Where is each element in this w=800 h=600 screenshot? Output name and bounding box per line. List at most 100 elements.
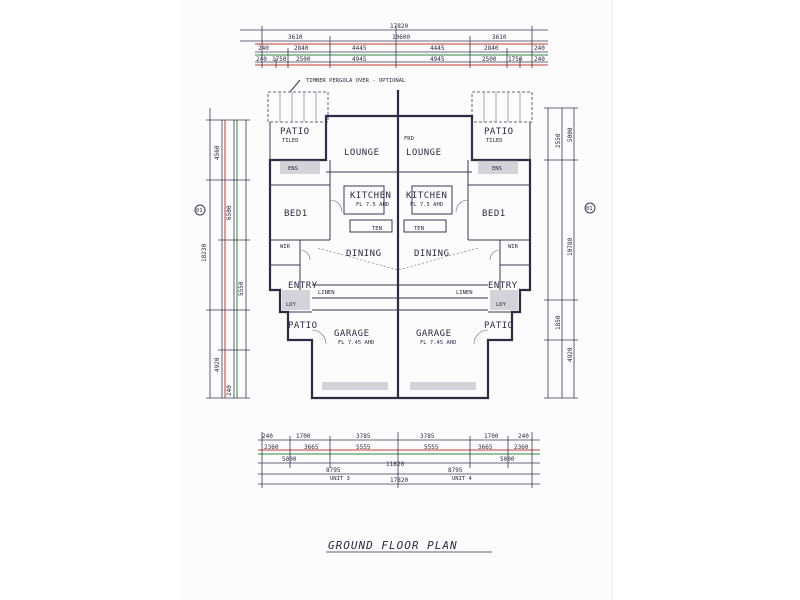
top-dim-r2-0: 240 bbox=[258, 45, 269, 52]
top-dimensions: 17820 3610 10600 3610 240 2840 4445 4445… bbox=[240, 23, 548, 68]
bot-dim-r1-1: 1700 bbox=[296, 433, 311, 440]
bot-dim-r3-5: 2360 bbox=[514, 444, 529, 451]
ldy-right: LDY bbox=[496, 302, 507, 308]
room-entry-right: ENTRY bbox=[488, 281, 518, 291]
top-dim-r2-3: 4445 bbox=[430, 45, 445, 52]
pergola-note: TIMBER PERGOLA OVER - OPTIONAL bbox=[289, 78, 406, 93]
top-dim-r2-5: 240 bbox=[534, 45, 545, 52]
top-dim-r3-2: 2500 bbox=[296, 56, 311, 63]
pergola-leader bbox=[289, 79, 301, 93]
unit-4-label: UNIT 4 bbox=[452, 476, 473, 482]
right-dim-overall: 10780 bbox=[567, 238, 574, 256]
ens-hatch-left bbox=[280, 160, 320, 174]
bot-dim-r3-3: 5555 bbox=[424, 444, 439, 451]
room-labels: PATIO TILED PATIO TILED LOUNGE LOUNGE KI… bbox=[280, 127, 519, 346]
left-dim-0: 4560 bbox=[214, 145, 221, 160]
top-dim-r3-0: 240 bbox=[256, 56, 267, 63]
left-dim-3: 5550 bbox=[238, 281, 245, 296]
fl-kitchen-left: FL 7.5 AHD bbox=[356, 202, 389, 208]
left-dim-4: 240 bbox=[226, 385, 233, 396]
plan-title-text: GROUND FLOOR PLAN bbox=[328, 539, 458, 552]
top-dim-r3-7: 240 bbox=[534, 56, 545, 63]
garage-door-right bbox=[410, 382, 476, 390]
section-marker-right-text: 01 bbox=[586, 206, 593, 212]
room-dining-left: DINING bbox=[346, 249, 382, 259]
bot-dim-half-2: 8795 bbox=[448, 467, 463, 474]
room-linen-left: LINEN bbox=[318, 290, 335, 296]
left-dim-overall: 18230 bbox=[201, 244, 208, 262]
top-dim-r2-1: 2840 bbox=[294, 45, 309, 52]
bot-dim-overall: 17820 bbox=[390, 477, 408, 484]
fl-garage-left: FL 7.45 AHD bbox=[338, 340, 374, 346]
wir-left: WIR bbox=[280, 244, 291, 250]
door-swing-3 bbox=[299, 249, 311, 261]
section-marker-left-text: 01 bbox=[196, 208, 203, 214]
section-marker-right: 01 bbox=[584, 202, 596, 214]
bot-dim-r1-3: 3785 bbox=[420, 433, 435, 440]
door-swing-6 bbox=[473, 329, 489, 345]
bot-dim-r1-5: 240 bbox=[518, 433, 529, 440]
tiled-top-left: TILED bbox=[282, 138, 299, 144]
right-dimensions: 2550 5000 10780 1850 4920 bbox=[544, 107, 578, 399]
room-entry-left: ENTRY bbox=[288, 281, 318, 291]
right-dim-1: 5000 bbox=[567, 127, 574, 142]
top-dim-r2-2: 4445 bbox=[352, 45, 367, 52]
garage-door-left bbox=[322, 382, 388, 390]
bot-dim-half-0: 8795 bbox=[326, 467, 341, 474]
room-kitchen-right: KITCHEN bbox=[406, 191, 447, 201]
room-bed-left: BED1 bbox=[284, 209, 308, 219]
ten-right: TEN bbox=[414, 226, 424, 232]
tiled-top-right: TILED bbox=[486, 138, 503, 144]
door-swing-4 bbox=[489, 249, 501, 261]
outer-wall bbox=[268, 114, 532, 400]
door-swing-1 bbox=[329, 199, 343, 213]
plan-title: GROUND FLOOR PLAN bbox=[326, 539, 492, 553]
room-patio-top-right: PATIO bbox=[484, 127, 514, 137]
patio-walls bbox=[269, 116, 531, 160]
section-marker-left: 01 bbox=[194, 204, 206, 216]
room-linen-right: LINEN bbox=[456, 290, 473, 296]
pergola-left bbox=[267, 91, 329, 123]
bot-dim-r2-1: 5000 bbox=[500, 456, 515, 463]
top-dim-r3-1: 1750 bbox=[272, 56, 287, 63]
door-swing-5 bbox=[311, 329, 327, 345]
island-right bbox=[403, 219, 447, 233]
fl-garage-right: FL 7.45 AHD bbox=[420, 340, 456, 346]
ens-hatch-right bbox=[478, 160, 518, 174]
top-dim-r3-3: 4945 bbox=[352, 56, 367, 63]
door-swing-2 bbox=[455, 199, 469, 213]
room-patio-bottom-right: PATIO bbox=[484, 321, 514, 331]
pergola-note-text: TIMBER PERGOLA OVER - OPTIONAL bbox=[306, 78, 406, 84]
room-patio-bottom-left: PATIO bbox=[288, 321, 318, 331]
top-dim-r3-5: 2500 bbox=[482, 56, 497, 63]
bot-dim-r3-0: 2360 bbox=[264, 444, 279, 451]
left-dimensions: 18230 4560 6500 4920 5550 240 bbox=[201, 108, 250, 399]
ens-right: ENS bbox=[492, 166, 502, 172]
ldy-hatch-left bbox=[282, 290, 310, 310]
room-bed-right: BED1 bbox=[482, 209, 506, 219]
room-dining-right: DINING bbox=[414, 249, 450, 259]
pergola-right bbox=[471, 91, 533, 123]
left-dim-2: 4920 bbox=[214, 357, 221, 372]
pergola-hatch bbox=[279, 92, 521, 122]
fl-kitchen-right: FL 7.5 AHD bbox=[410, 202, 443, 208]
top-dim-r1-0: 3610 bbox=[288, 34, 303, 41]
bot-dim-r2-0: 5000 bbox=[282, 456, 297, 463]
top-ticks bbox=[261, 26, 533, 68]
bottom-dimensions: 240 1700 3785 3785 1700 240 2360 3665 55… bbox=[258, 432, 540, 488]
top-dim-r3-4: 4945 bbox=[430, 56, 445, 63]
room-garage-right: GARAGE bbox=[416, 329, 452, 339]
right-dim-4: 4920 bbox=[567, 347, 574, 362]
top-dim-r1-2: 3610 bbox=[492, 34, 507, 41]
room-kitchen-left: KITCHEN bbox=[350, 191, 391, 201]
ten-left: TEN bbox=[372, 226, 382, 232]
bot-dim-r1-2: 3785 bbox=[356, 433, 371, 440]
top-dim-r1-1: 10600 bbox=[392, 34, 410, 41]
right-dim-3: 1850 bbox=[555, 315, 562, 330]
unit-3-label: UNIT 3 bbox=[330, 476, 350, 482]
dining-dashed bbox=[317, 247, 479, 271]
building bbox=[267, 90, 533, 400]
top-dim-overall: 17820 bbox=[390, 23, 408, 30]
bot-dim-r1-0: 240 bbox=[262, 433, 273, 440]
